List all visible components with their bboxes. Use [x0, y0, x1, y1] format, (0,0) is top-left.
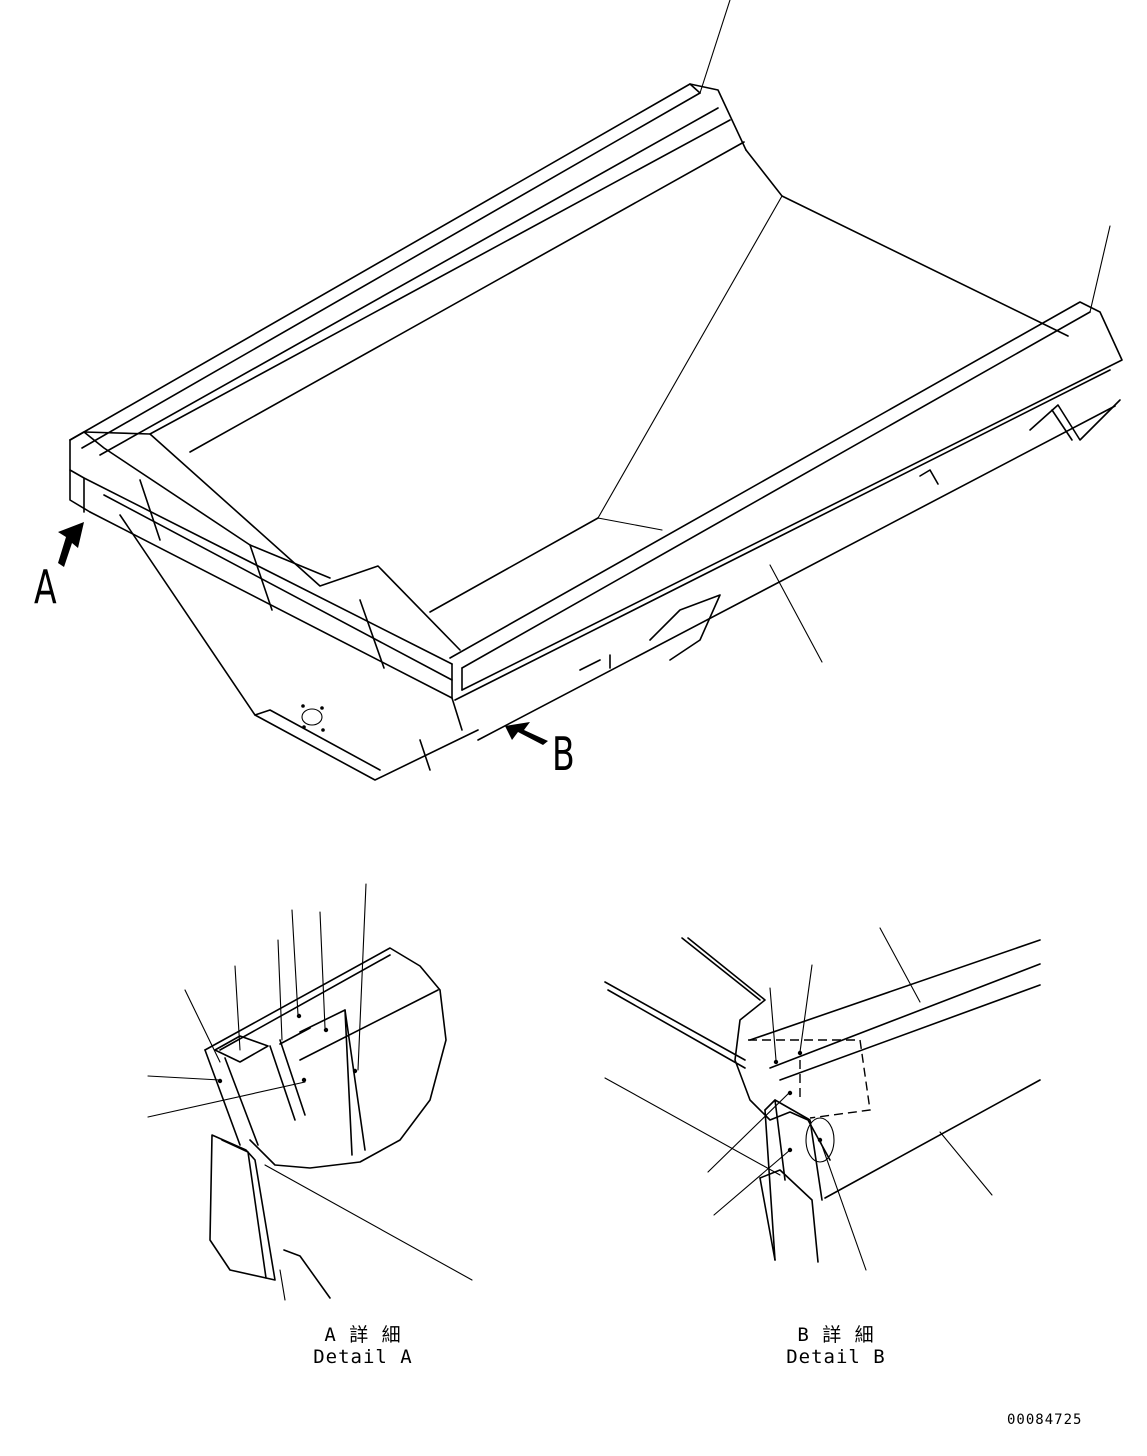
- left-top-rail: [69, 83, 747, 456]
- detail-a-caption-en: Detail A: [313, 1346, 413, 1368]
- underside-hopper: [119, 469, 939, 781]
- arrow-a-icon: [58, 522, 84, 567]
- document-number: 00084725: [1007, 1412, 1083, 1428]
- leader-line-side: [769, 564, 823, 663]
- callout-a-label: A: [34, 560, 57, 614]
- arrow-b-icon: [505, 722, 548, 745]
- detail-b-view: [604, 927, 1041, 1271]
- dump-body-main-view: [58, 0, 1123, 781]
- detail-b-caption-en: Detail B: [786, 1346, 886, 1368]
- leader-line-left-rail: [699, 0, 731, 94]
- leader-line-right-rail: [1089, 225, 1111, 313]
- detail-a-view: [147, 883, 473, 1301]
- right-top-rail: [449, 301, 1123, 741]
- tub-panels: [429, 149, 1069, 613]
- callout-b-label: B: [552, 727, 575, 781]
- detail-b-caption-jp: B 詳 細: [797, 1324, 875, 1346]
- front-wall: [69, 431, 463, 731]
- detail-a-caption-jp: A 詳 細: [324, 1324, 402, 1346]
